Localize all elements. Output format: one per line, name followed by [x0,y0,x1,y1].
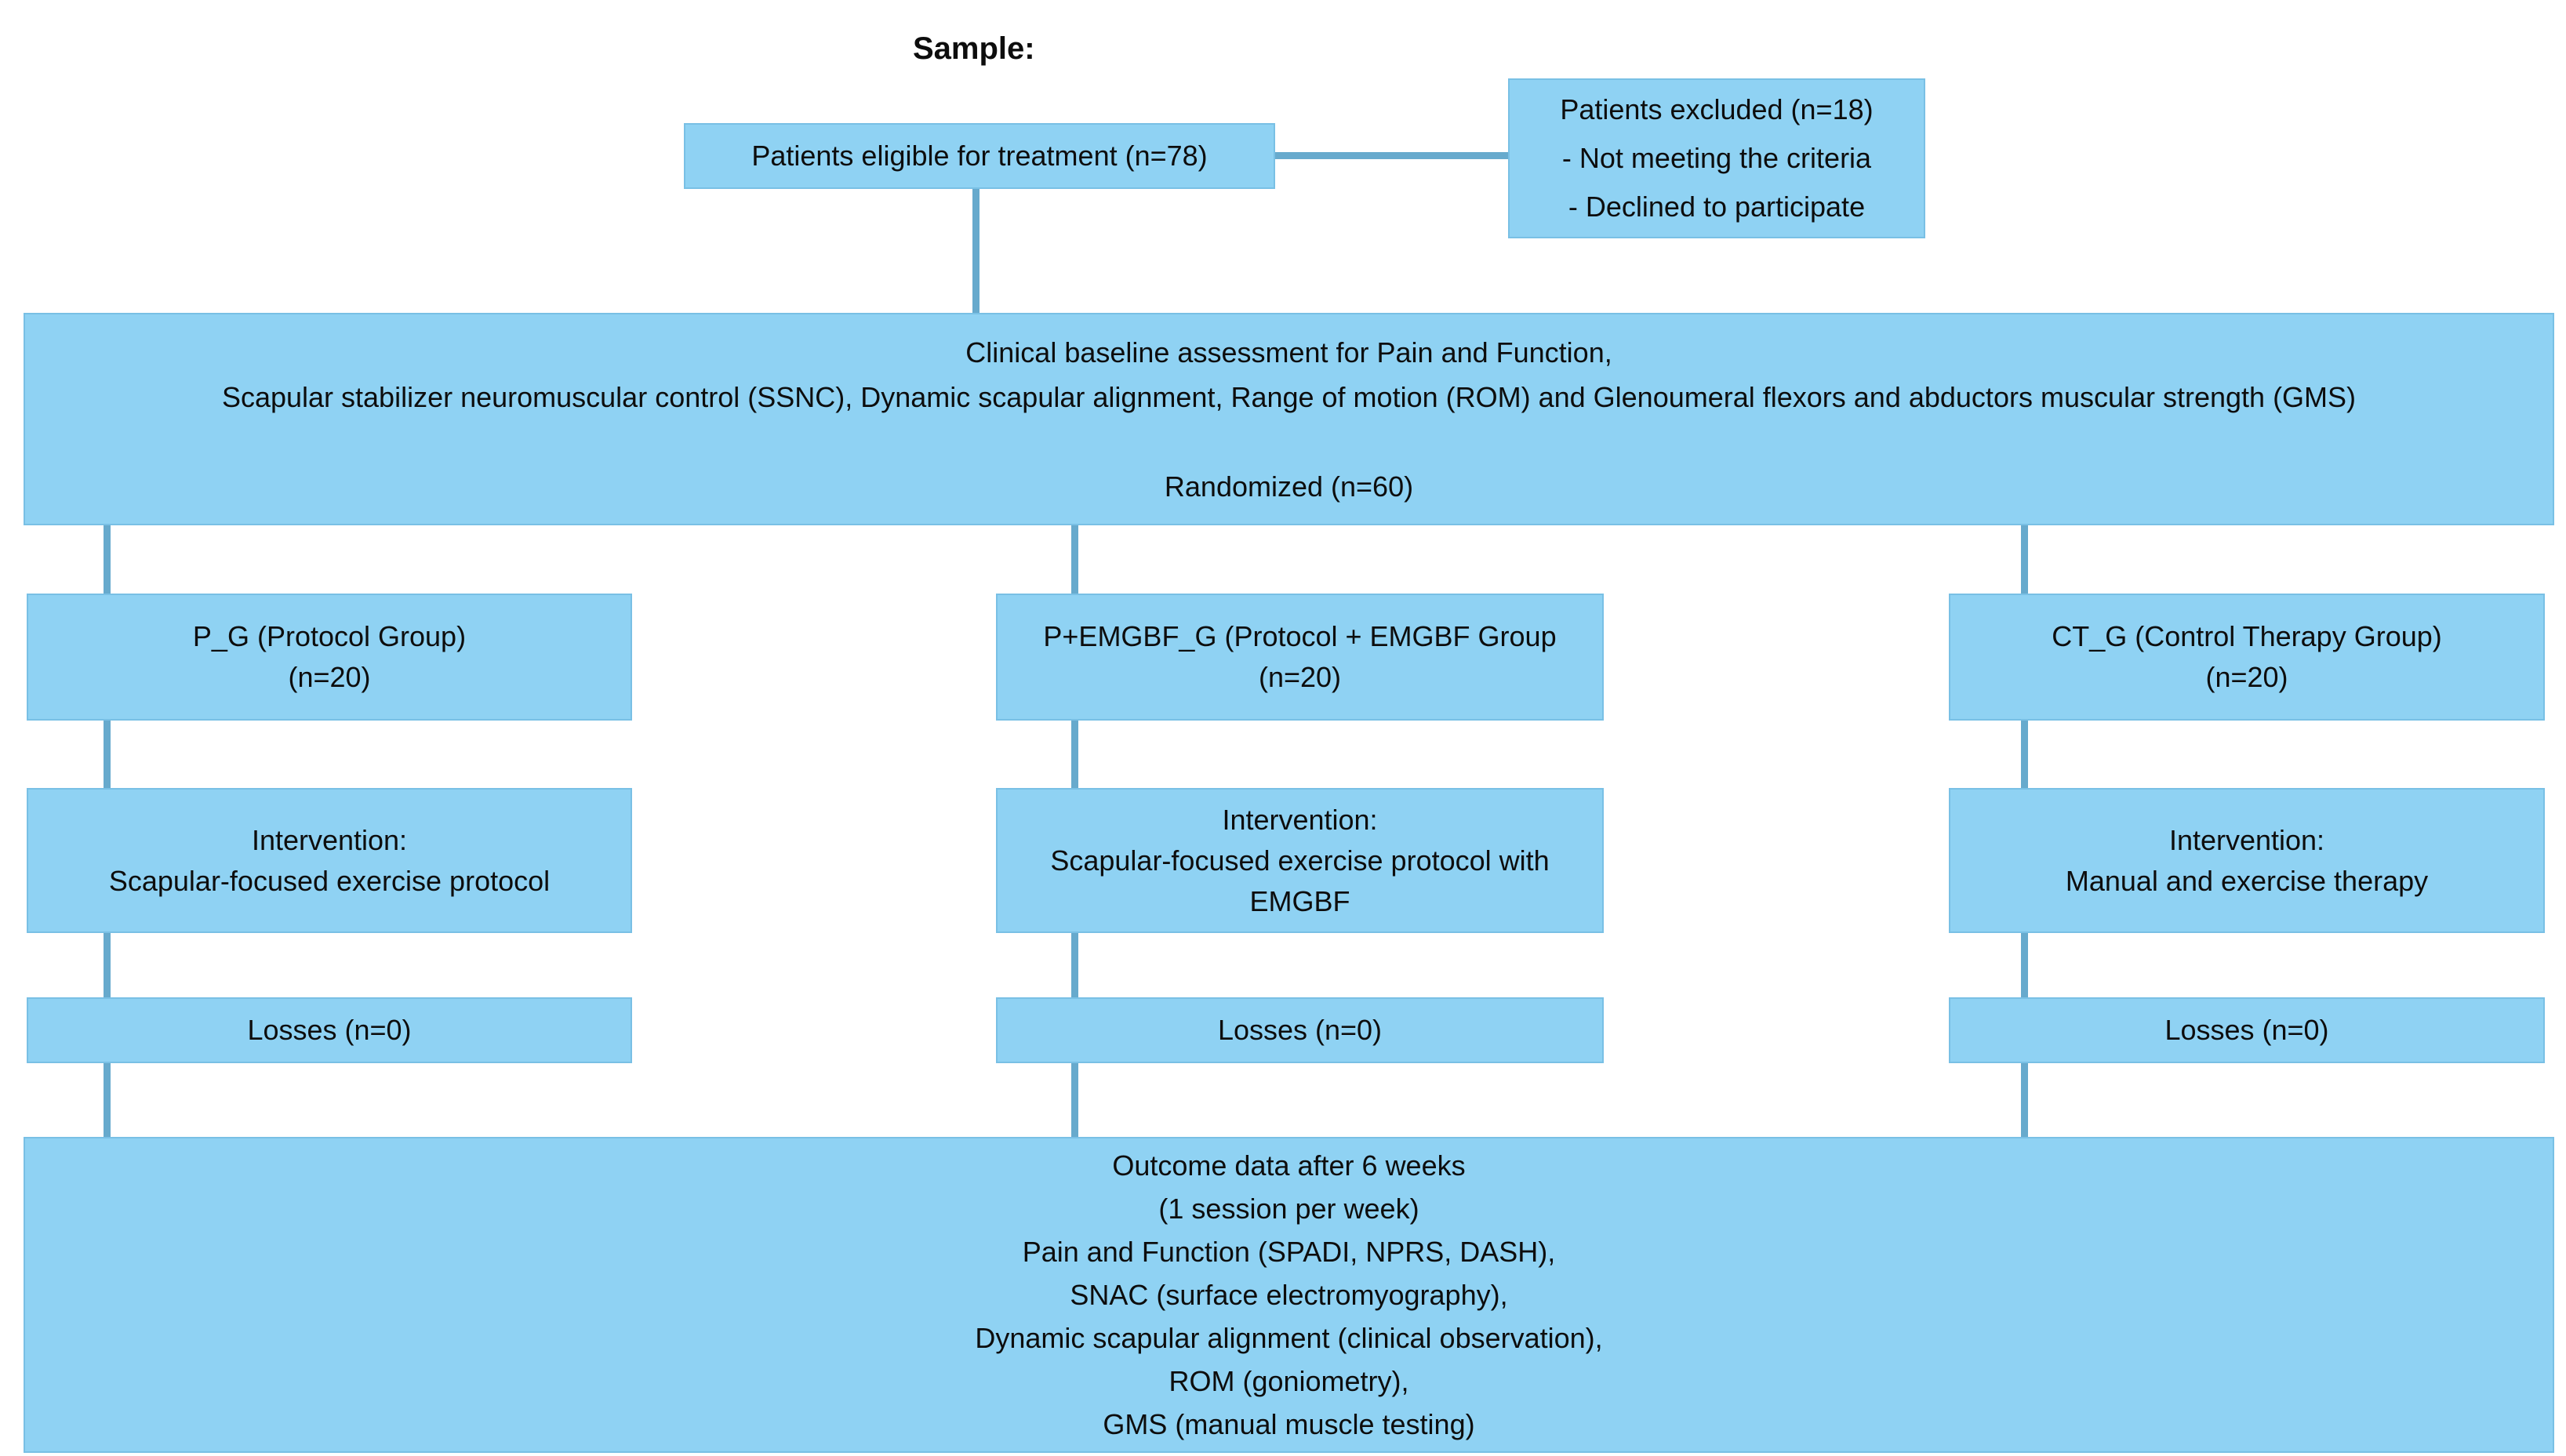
group-n: (n=20) [288,661,371,693]
losses-text: Losses (n=0) [247,1014,412,1046]
randomized-text: Randomized (n=60) [1164,470,1414,503]
outcome-line: Pain and Function (SPADI, NPRS, DASH), [1022,1236,1556,1268]
losses-box-protocol: Losses (n=0) [27,997,632,1063]
excluded-box: Patients excluded (n=18) - Not meeting t… [1508,78,1925,238]
outcome-box: Outcome data after 6 weeks (1 session pe… [24,1137,2554,1453]
connector-eligible-to-baseline [972,187,980,316]
intervention-line: Scapular-focused exercise protocol [108,864,551,897]
group-name: CT_G (Control Therapy Group) [2052,620,2442,652]
losses-box-control-therapy: Losses (n=0) [1949,997,2545,1063]
baseline-line: Clinical baseline assessment for Pain an… [965,336,1612,369]
outcome-line: Dynamic scapular alignment (clinical obs… [975,1322,1603,1354]
group-box-control-therapy: CT_G (Control Therapy Group) (n=20) [1949,594,2545,721]
losses-box-protocol-emgbf: Losses (n=0) [996,997,1604,1063]
group-n: (n=20) [1258,661,1342,693]
group-box-protocol: P_G (Protocol Group) (n=20) [27,594,632,721]
losses-text: Losses (n=0) [2164,1014,2329,1046]
intervention-line: Intervention: [1222,803,1378,836]
intervention-box-protocol: Intervention: Scapular-focused exercise … [27,788,632,933]
group-box-protocol-emgbf: P+EMGBF_G (Protocol + EMGBF Group (n=20) [996,594,1604,721]
eligible-box: Patients eligible for treatment (n=78) [684,123,1275,189]
losses-text: Losses (n=0) [1217,1014,1383,1046]
intervention-line: Intervention: [2168,823,2325,856]
intervention-line: Intervention: [251,823,408,856]
intervention-line: Scapular-focused exercise protocol with [1050,844,1550,877]
intervention-box-protocol-emgbf: Intervention: Scapular-focused exercise … [996,788,1604,933]
group-name: P+EMGBF_G (Protocol + EMGBF Group [1043,620,1557,652]
sample-label: Sample: [913,31,1035,66]
intervention-line: EMGBF [1249,884,1350,917]
connector-eligible-to-excluded [1275,152,1508,159]
outcome-line: ROM (goniometry), [1169,1365,1409,1397]
eligible-text: Patients eligible for treatment (n=78) [751,140,1208,172]
excluded-line: Patients excluded (n=18) [1560,93,1874,125]
baseline-line: Scapular stabilizer neuromuscular contro… [221,380,2357,413]
baseline-assessment-box: Clinical baseline assessment for Pain an… [24,313,2554,525]
outcome-line: Outcome data after 6 weeks [1112,1149,1466,1182]
outcome-line: SNAC (surface electromyography), [1070,1279,1508,1311]
outcome-line: (1 session per week) [1158,1193,1419,1225]
group-name: P_G (Protocol Group) [192,620,467,652]
intervention-box-control-therapy: Intervention: Manual and exercise therap… [1949,788,2545,933]
group-n: (n=20) [2205,661,2288,693]
excluded-line: - Declined to participate [1568,191,1866,223]
intervention-line: Manual and exercise therapy [2065,864,2429,897]
excluded-line: - Not meeting the criteria [1561,142,1872,174]
outcome-line: GMS (manual muscle testing) [1103,1408,1475,1440]
